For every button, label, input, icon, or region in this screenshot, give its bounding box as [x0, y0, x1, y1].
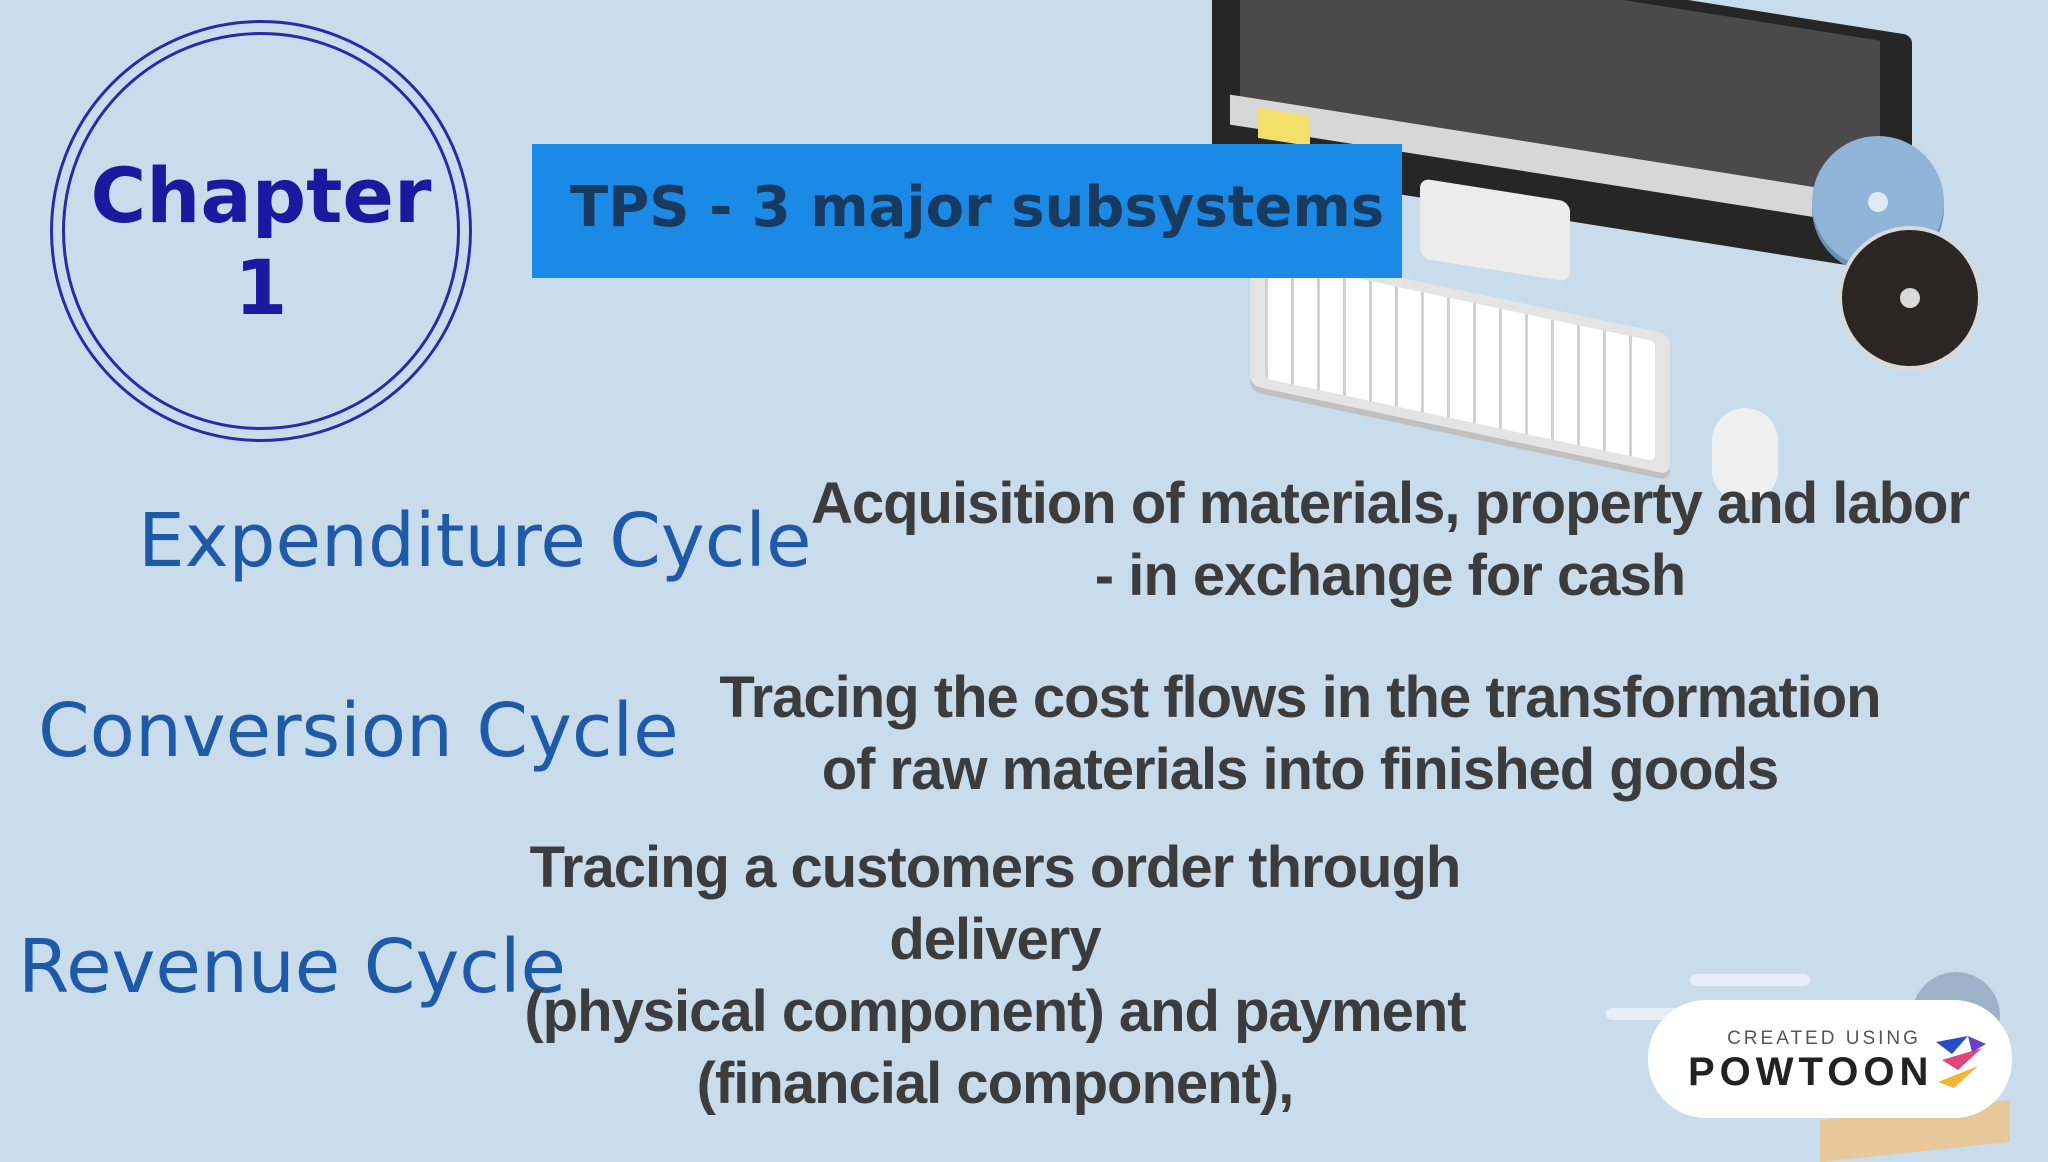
speed-line — [1690, 974, 1810, 986]
conversion-cycle-label: Conversion Cycle — [38, 688, 679, 774]
description-line: Acquisition of materials, property and l… — [810, 471, 1970, 536]
description-line: (financial component), — [696, 1051, 1295, 1116]
disc-blue-hole — [1868, 192, 1888, 212]
chapter-heading: Chapter 1 — [62, 150, 460, 334]
slide-title: TPS - 3 major subsystems — [570, 175, 1385, 240]
keyboard-keys — [1265, 258, 1655, 462]
description-line: - in exchange for cash — [1094, 543, 1686, 608]
chapter-label: Chapter — [90, 151, 432, 240]
badge-brand-name: POWTOON — [1688, 1050, 1934, 1094]
revenue-cycle-label: Revenue Cycle — [18, 924, 567, 1010]
description-line: of raw materials into finished goods — [821, 737, 1780, 802]
conversion-cycle-description: Tracing the cost flows in the transforma… — [700, 662, 1900, 806]
revenue-cycle-description: Tracing a customers order through delive… — [420, 832, 1570, 1120]
mouse-illustration — [1712, 408, 1778, 500]
expenditure-cycle-description: Acquisition of materials, property and l… — [800, 468, 1980, 612]
chapter-ring-outer — [50, 20, 472, 442]
chapter-number: 1 — [234, 243, 288, 332]
title-banner — [532, 144, 1402, 278]
chapter-ring-inner — [62, 32, 460, 430]
description-line: (physical component) and payment — [524, 979, 1466, 1044]
expenditure-cycle-label: Expenditure Cycle — [138, 498, 812, 584]
powtoon-logo-icon — [1936, 1036, 1986, 1088]
description-line: Tracing a customers order through delive… — [529, 835, 1462, 972]
badge-created-using: CREATED USING — [1727, 1028, 1921, 1049]
description-line: Tracing the cost flows in the transforma… — [719, 665, 1881, 730]
disc-dark-hole — [1900, 288, 1920, 308]
